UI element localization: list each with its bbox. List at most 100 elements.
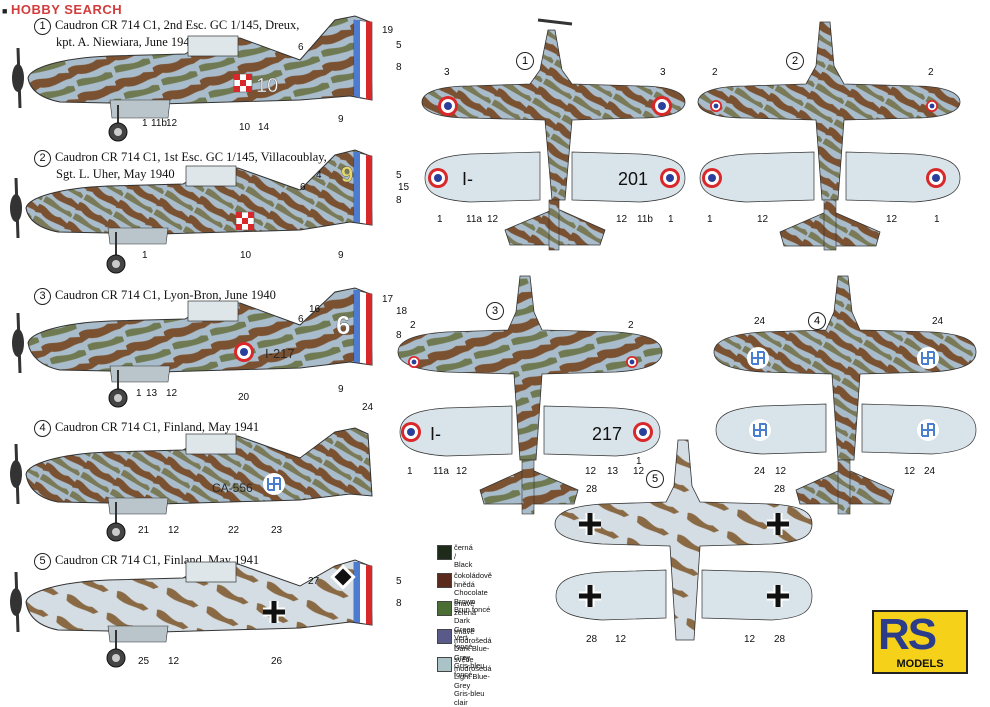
rs-models-logo: RS MODELS	[872, 610, 968, 674]
caption-3-number: 3	[34, 288, 51, 305]
svg-text:6: 6	[298, 42, 304, 53]
svg-text:25: 25	[138, 656, 150, 667]
plan-2-callouts: 2 2 1 12 12 1	[707, 67, 940, 225]
svg-text:11a: 11a	[466, 214, 482, 225]
plan-view-1-top	[421, 18, 686, 251]
svg-text:12: 12	[168, 656, 180, 667]
svg-text:9: 9	[338, 114, 344, 125]
plan-number-5: 5	[646, 470, 664, 488]
legend-swatch	[437, 601, 452, 616]
side-1-code: 10	[256, 75, 278, 97]
plan-number-1: 1	[516, 52, 534, 70]
side-profile-1: 10	[12, 15, 373, 142]
svg-text:28: 28	[586, 484, 598, 495]
svg-text:11a: 11a	[433, 466, 449, 477]
svg-text:12: 12	[886, 214, 898, 225]
svg-text:28: 28	[774, 634, 786, 645]
logo-big-text: RS	[878, 610, 937, 659]
svg-text:12: 12	[904, 466, 916, 477]
svg-text:8: 8	[396, 62, 402, 73]
svg-text:4: 4	[316, 170, 322, 181]
svg-text:1: 1	[668, 214, 674, 225]
svg-text:1: 1	[707, 214, 713, 225]
plan-view-4-underside	[715, 403, 977, 455]
svg-text:23: 23	[271, 525, 283, 536]
svg-text:11b: 11b	[637, 214, 653, 225]
legend-label: tmavě zelená Dark Green Vert foncé	[454, 599, 477, 651]
svg-text:12: 12	[166, 118, 178, 129]
plan-5-callouts: 28 28 28 12 12 28	[586, 484, 786, 645]
svg-text:20: 20	[238, 392, 250, 403]
svg-text:9: 9	[338, 384, 344, 395]
plan-number-4: 4	[808, 312, 826, 330]
plan-view-5-top	[554, 439, 813, 641]
svg-text:6: 6	[298, 314, 304, 325]
svg-text:16: 16	[309, 304, 321, 315]
plan-view-2-underside	[699, 151, 961, 203]
svg-text:24: 24	[362, 402, 374, 413]
svg-text:27: 27	[308, 576, 320, 587]
plan-3-callouts: 2 2 1 11a 12 12 13 12 1	[407, 320, 645, 477]
legend-swatch	[437, 545, 452, 560]
svg-text:1: 1	[437, 214, 443, 225]
plan-view-5-underside	[555, 569, 813, 621]
svg-text:2: 2	[628, 320, 634, 331]
svg-text:5: 5	[396, 170, 402, 181]
side-5-callouts: 27 5 8 25 12 26	[138, 576, 402, 667]
side-3-serial: I-217	[265, 346, 295, 361]
svg-text:18: 18	[396, 306, 408, 317]
plan-1-callouts: 3 3 1 11a 12 12 11b 1	[437, 67, 674, 225]
plan-number-2: 2	[786, 52, 804, 70]
plan-view-4-top	[713, 275, 977, 515]
svg-text:8: 8	[396, 330, 402, 341]
svg-text:12: 12	[487, 214, 499, 225]
plan-3-wing-serial-right: 217	[592, 424, 622, 444]
svg-text:1: 1	[142, 118, 148, 129]
svg-text:12: 12	[168, 525, 180, 536]
svg-text:13: 13	[607, 466, 619, 477]
caption-4-line1: Caudron CR 714 C1, Finland, May 1941	[55, 420, 260, 434]
caption-1-line2: kpt. A. Niewiara, June 1940	[56, 35, 196, 49]
side-4-serial: CA-556	[212, 481, 253, 495]
side-3-callouts: 16 17 18 6 8 1 13 12 20 9	[136, 294, 408, 403]
caption-1-line1: Caudron CR 714 C1, 2nd Esc. GC 1/145, Dr…	[55, 18, 300, 32]
svg-text:3: 3	[660, 67, 666, 78]
svg-text:1: 1	[636, 456, 642, 467]
svg-text:12: 12	[744, 634, 756, 645]
plan-3-wing-serial-left: I-	[430, 424, 441, 444]
legend-label: tmavě modrošedá Dark Blue-Grey Gris-bleu…	[454, 627, 492, 679]
svg-text:12: 12	[166, 388, 178, 399]
svg-text:2: 2	[928, 67, 934, 78]
legend-swatch	[437, 657, 452, 672]
caption-5-number: 5	[34, 553, 51, 570]
svg-text:24: 24	[932, 316, 944, 327]
side-3-code: 6	[336, 310, 350, 340]
svg-text:12: 12	[775, 466, 787, 477]
legend-swatch	[437, 573, 452, 588]
svg-text:13: 13	[146, 388, 158, 399]
svg-text:11b: 11b	[151, 118, 167, 129]
legend-label: světle modrošedá Light Blue-Grey Gris-bl…	[454, 655, 492, 707]
svg-text:10: 10	[239, 122, 251, 133]
svg-text:21: 21	[138, 525, 150, 536]
svg-text:12: 12	[633, 466, 645, 477]
svg-text:10: 10	[240, 250, 252, 261]
legend-swatch	[437, 629, 452, 644]
plan-view-3-top	[397, 275, 663, 515]
svg-text:2: 2	[410, 320, 416, 331]
caption-2-line2: Sgt. L. Uher, May 1940	[56, 167, 175, 181]
plan-view-3-underside: I- 217	[399, 405, 661, 457]
plan-number-3: 3	[486, 302, 504, 320]
svg-text:12: 12	[585, 466, 597, 477]
svg-text:12: 12	[757, 214, 769, 225]
svg-text:14: 14	[258, 122, 270, 133]
svg-text:22: 22	[228, 525, 240, 536]
side-profile-5	[10, 559, 373, 668]
svg-text:28: 28	[586, 634, 598, 645]
svg-text:8: 8	[396, 598, 402, 609]
side-profile-2: 9	[10, 149, 373, 274]
svg-text:12: 12	[615, 634, 627, 645]
